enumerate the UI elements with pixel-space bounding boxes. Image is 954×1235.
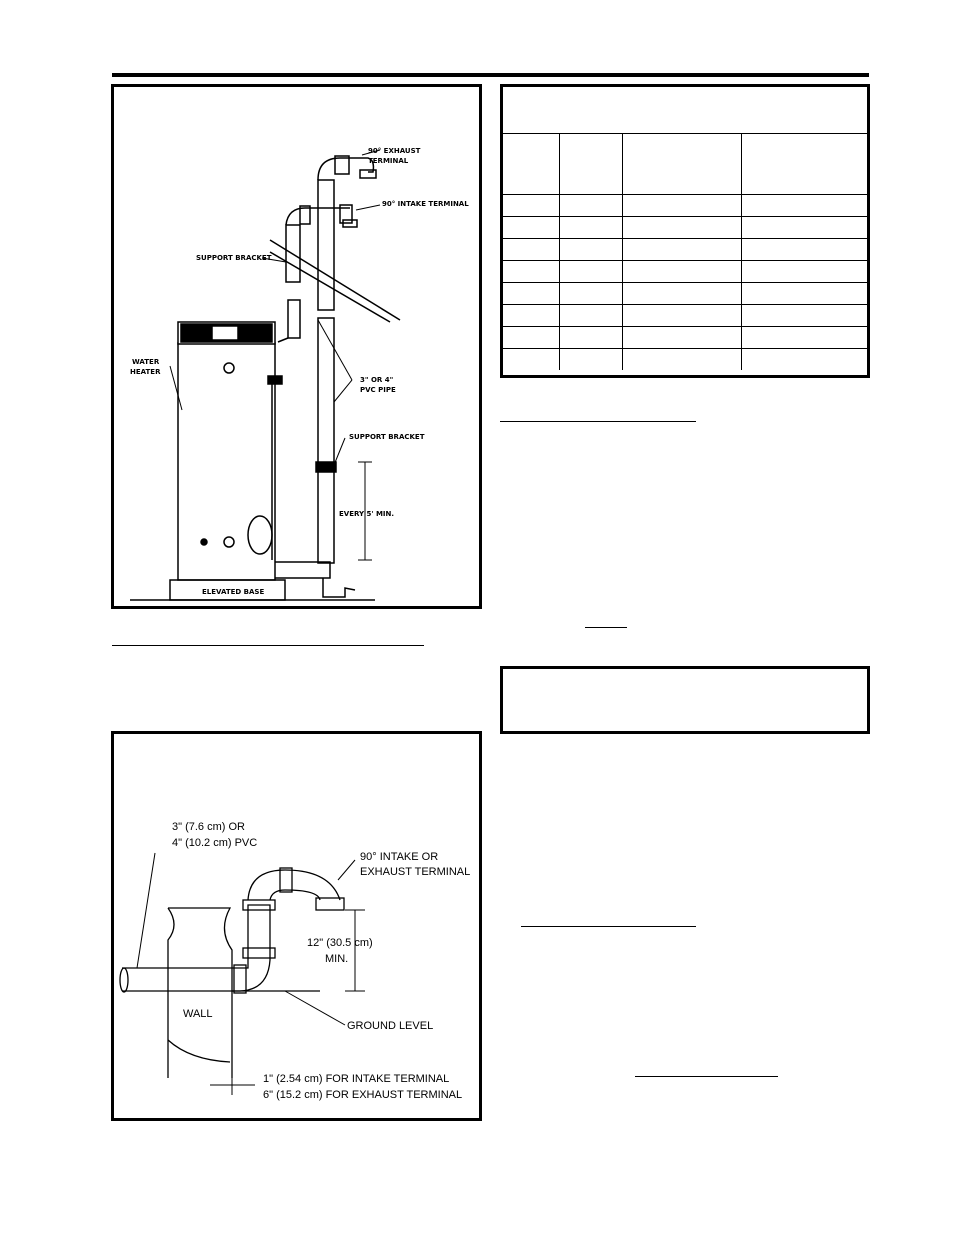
label-pvc-1: 3" (7.6 cm) OR <box>172 821 245 833</box>
label-water-heater-1: WATER <box>132 358 160 366</box>
figure-terminal-clearance <box>111 731 482 1121</box>
table-row <box>503 238 867 261</box>
label-terminal-1: 90° INTAKE OR <box>360 851 438 863</box>
section-heading-rule-1 <box>500 421 696 422</box>
warning-box <box>500 666 870 734</box>
inline-underline-1 <box>585 627 627 628</box>
table-row <box>503 260 867 283</box>
inline-underline-2 <box>635 1076 778 1077</box>
label-pvc-2: 4" (10.2 cm) PVC <box>172 837 257 849</box>
table-row <box>503 348 867 370</box>
label-exhaust-clearance: 6" (15.2 cm) FOR EXHAUST TERMINAL <box>263 1089 462 1101</box>
table-row <box>503 326 867 349</box>
label-pvc-pipe-1: 3" OR 4" <box>360 376 393 384</box>
label-terminal-2: EXHAUST TERMINAL <box>360 866 470 878</box>
figure1-caption-rule <box>112 645 424 646</box>
table-row <box>503 304 867 327</box>
label-intake-terminal: 90° INTAKE TERMINAL <box>382 200 469 208</box>
table-row <box>503 216 867 239</box>
label-intake-clearance: 1" (2.54 cm) FOR INTAKE TERMINAL <box>263 1073 449 1085</box>
table-row <box>503 194 867 217</box>
section-heading-rule-2 <box>521 926 696 927</box>
label-every-5-min: EVERY 5' MIN. <box>339 510 394 518</box>
label-ground-level: GROUND LEVEL <box>347 1020 433 1032</box>
top-rule <box>112 73 869 77</box>
label-height-1: 12" (30.5 cm) <box>307 937 373 949</box>
figure-vent-installation <box>111 84 482 609</box>
label-exhaust-terminal-1: 90° EXHAUST <box>368 147 421 155</box>
label-water-heater-2: HEATER <box>130 368 161 376</box>
label-wall: WALL <box>183 1008 213 1020</box>
table-row <box>503 282 867 305</box>
label-exhaust-terminal-2: TERMINAL <box>368 157 409 165</box>
label-support-bracket-top: SUPPORT BRACKET <box>196 254 272 262</box>
table-header-row <box>503 133 867 195</box>
label-height-2: MIN. <box>325 953 348 965</box>
label-elevated-base: ELEVATED BASE <box>202 588 264 596</box>
label-pvc-pipe-2: PVC PIPE <box>360 386 396 394</box>
label-support-bracket-bottom: SUPPORT BRACKET <box>349 433 425 441</box>
vent-length-grid <box>503 133 867 370</box>
